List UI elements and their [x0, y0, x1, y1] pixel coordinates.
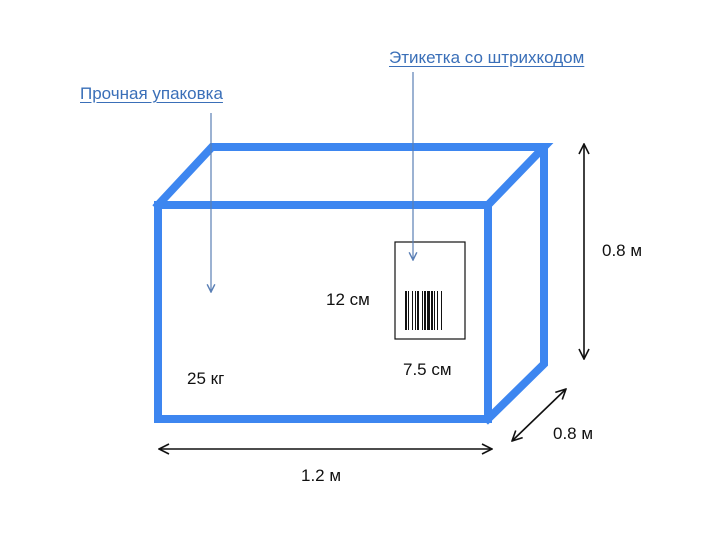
barcode-bar — [417, 291, 419, 330]
height-dimension-label: 0.8 м — [602, 241, 643, 260]
depth-dimension-label: 0.8 м — [553, 424, 594, 443]
barcode-bar — [412, 291, 413, 330]
barcode-bar — [415, 291, 416, 330]
box-top-face — [152, 143, 554, 211]
weight-value: 25 кг — [187, 369, 225, 388]
barcode-bar — [427, 291, 430, 330]
packaging-callout: Прочная упаковка — [80, 84, 223, 103]
box-outline — [152, 143, 554, 425]
barcode-bar — [437, 291, 438, 330]
barcode-bar — [431, 291, 433, 330]
barcode-bars — [405, 291, 442, 330]
box-side-face — [482, 143, 548, 425]
length-dimension-label: 1.2 м — [301, 466, 342, 485]
barcode-bar — [424, 291, 426, 330]
barcode-label-callout: Этикетка со штрихкодом — [389, 48, 585, 67]
barcode-bar — [441, 291, 442, 330]
barcode-label — [394, 241, 466, 340]
depth-dimension-arrow — [512, 389, 566, 441]
barcode-bar — [408, 291, 409, 330]
barcode-bar — [434, 291, 435, 330]
barcode-bar — [405, 291, 407, 330]
label-width-value: 7.5 см — [403, 360, 452, 379]
box-front-face — [154, 201, 492, 423]
label-height-value: 12 см — [326, 290, 370, 309]
barcode-bar — [422, 291, 423, 330]
